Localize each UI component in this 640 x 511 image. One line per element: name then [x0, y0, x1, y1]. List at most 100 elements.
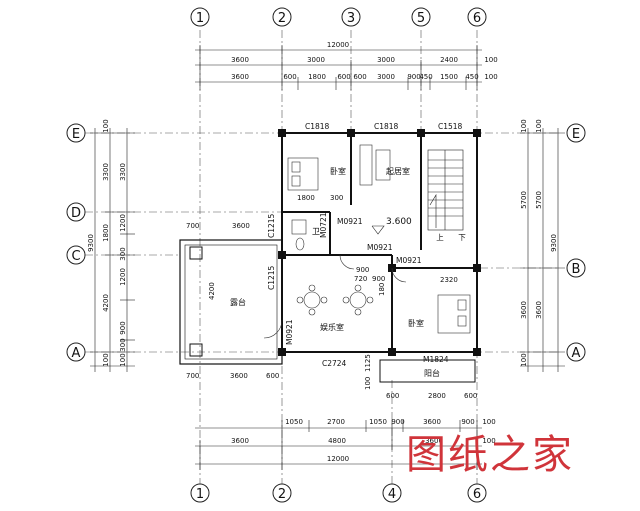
- dim-text: 100: [102, 353, 110, 366]
- dim-text: 3600: [425, 437, 443, 445]
- dim-text: 3600: [232, 222, 250, 230]
- axis-label-left: C: [71, 249, 80, 264]
- dim-text: 9300: [87, 234, 95, 252]
- dim-text: 600: [337, 73, 350, 81]
- dim-text: 3600: [535, 301, 543, 319]
- tag-window: C1518: [438, 122, 463, 131]
- dim-top-row2: 3600 600 1800 600 3000 600 900 450 1500 …: [231, 73, 479, 81]
- dim-text: 9300: [550, 234, 558, 252]
- dim-text: 700: [186, 222, 199, 230]
- dim-text: 3300: [119, 163, 127, 181]
- room-bedroom-top: 卧室: [330, 166, 346, 176]
- dim-text: 900: [461, 418, 474, 426]
- tag-door: M0921: [285, 319, 294, 345]
- dim-text: 3600: [231, 437, 249, 445]
- dim-text: 2700: [327, 418, 345, 426]
- axis-bubbles-top: 1 2 3 5 6: [190, 7, 487, 27]
- dim-text: 3000: [377, 73, 395, 81]
- dim-text: 1800: [102, 224, 110, 242]
- tag-door: M0921: [396, 256, 422, 265]
- dim-text: 4800: [328, 437, 346, 445]
- dim-text: 720: [354, 275, 367, 283]
- dim-text: 300: [119, 338, 127, 351]
- stair-up-label: 上: [436, 233, 444, 242]
- room-balcony: 阳台: [424, 368, 440, 378]
- dim-text: 300: [330, 194, 343, 202]
- axis-label-top: 2: [278, 11, 286, 26]
- dim-bottom-row1: 1050 2700 1050 900 3600 900 100: [285, 418, 496, 426]
- dim-text: 5700: [520, 191, 528, 209]
- axis-label-right: E: [572, 127, 580, 142]
- dim-text: 100: [484, 56, 497, 64]
- tag-window: C1215: [267, 213, 276, 238]
- level-text: 3.600: [386, 217, 412, 227]
- door-swings: [263, 254, 407, 339]
- dim-text: 4200: [208, 282, 216, 300]
- dim-text: 3600: [230, 372, 248, 380]
- tag-door: M1824: [423, 355, 449, 364]
- dim-text: 600: [464, 392, 477, 400]
- dim-text: 700: [186, 372, 199, 380]
- dim-text: 600: [353, 73, 366, 81]
- axis-label-right: B: [572, 262, 581, 277]
- dim-text: 1500: [440, 73, 458, 81]
- dim-text: 1200: [119, 214, 127, 232]
- dim-text: 1050: [369, 418, 387, 426]
- axis-label-bottom: 1: [196, 487, 204, 502]
- dim-text: 3600: [520, 301, 528, 319]
- dimension-lines-right: [520, 128, 565, 372]
- tag-window: C2724: [322, 359, 347, 368]
- building-walls: [179, 132, 478, 383]
- dim-overall-bottom: 12000: [327, 455, 349, 463]
- dimension-lines-bottom: [195, 420, 482, 470]
- sofa-living: [359, 144, 391, 186]
- dim-text: 3600: [231, 73, 249, 81]
- dim-text: 900: [407, 73, 420, 81]
- tables-entertainment: [296, 284, 374, 316]
- tag-window: C1818: [305, 122, 330, 131]
- tag-window: C1215: [267, 265, 276, 290]
- tag-door: M0721: [319, 212, 328, 238]
- bed-top-left: [287, 157, 319, 191]
- dim-text: 3600: [231, 56, 249, 64]
- axis-label-bottom: 6: [473, 487, 481, 502]
- dim-text: 100: [520, 353, 528, 366]
- stair-down-label: 下: [458, 233, 466, 242]
- dim-text: 900: [119, 321, 127, 334]
- dim-text: 450: [419, 73, 432, 81]
- dim-text: 100: [482, 437, 495, 445]
- dim-left-col1: 3300 1800 4200: [102, 163, 110, 312]
- dimension-lines-top: [195, 45, 482, 90]
- dim-text: 2320: [440, 276, 458, 284]
- dim-left-col2: 3300 1200 1200 300 900 300: [119, 163, 127, 352]
- dim-right: 5700 3600 5700 3600 9300 100 100 100: [520, 119, 558, 366]
- dim-text: 900: [391, 418, 404, 426]
- dim-text: 100: [535, 119, 543, 132]
- axis-label-bottom: 2: [278, 487, 286, 502]
- dim-text: 100: [482, 418, 495, 426]
- dim-text: 600: [386, 392, 399, 400]
- dim-text: 900: [356, 266, 369, 274]
- tag-door: M0921: [367, 243, 393, 252]
- dim-text: 900: [372, 275, 385, 283]
- axis-label-left: A: [72, 346, 81, 361]
- dimension-lines-left: [90, 128, 135, 372]
- room-living: 起居室: [386, 166, 410, 176]
- dim-text: 3300: [102, 163, 110, 181]
- tag-door: M0921: [337, 217, 363, 226]
- room-wc: 卫: [312, 227, 320, 236]
- dim-text: 600: [266, 372, 279, 380]
- room-entertainment: 娱乐室: [320, 322, 344, 332]
- dim-text: 1800: [297, 194, 315, 202]
- dim-text: 1125: [364, 354, 372, 372]
- tag-window: C1818: [374, 122, 399, 131]
- dim-text: 1200: [119, 268, 127, 286]
- level-marker: [371, 225, 385, 235]
- room-bedroom-right: 卧室: [408, 318, 424, 328]
- axis-label-top: 1: [196, 11, 204, 26]
- axis-bubbles-right: E B A: [566, 123, 586, 362]
- dim-text: 100: [364, 377, 372, 390]
- dim-text: 180: [378, 283, 386, 296]
